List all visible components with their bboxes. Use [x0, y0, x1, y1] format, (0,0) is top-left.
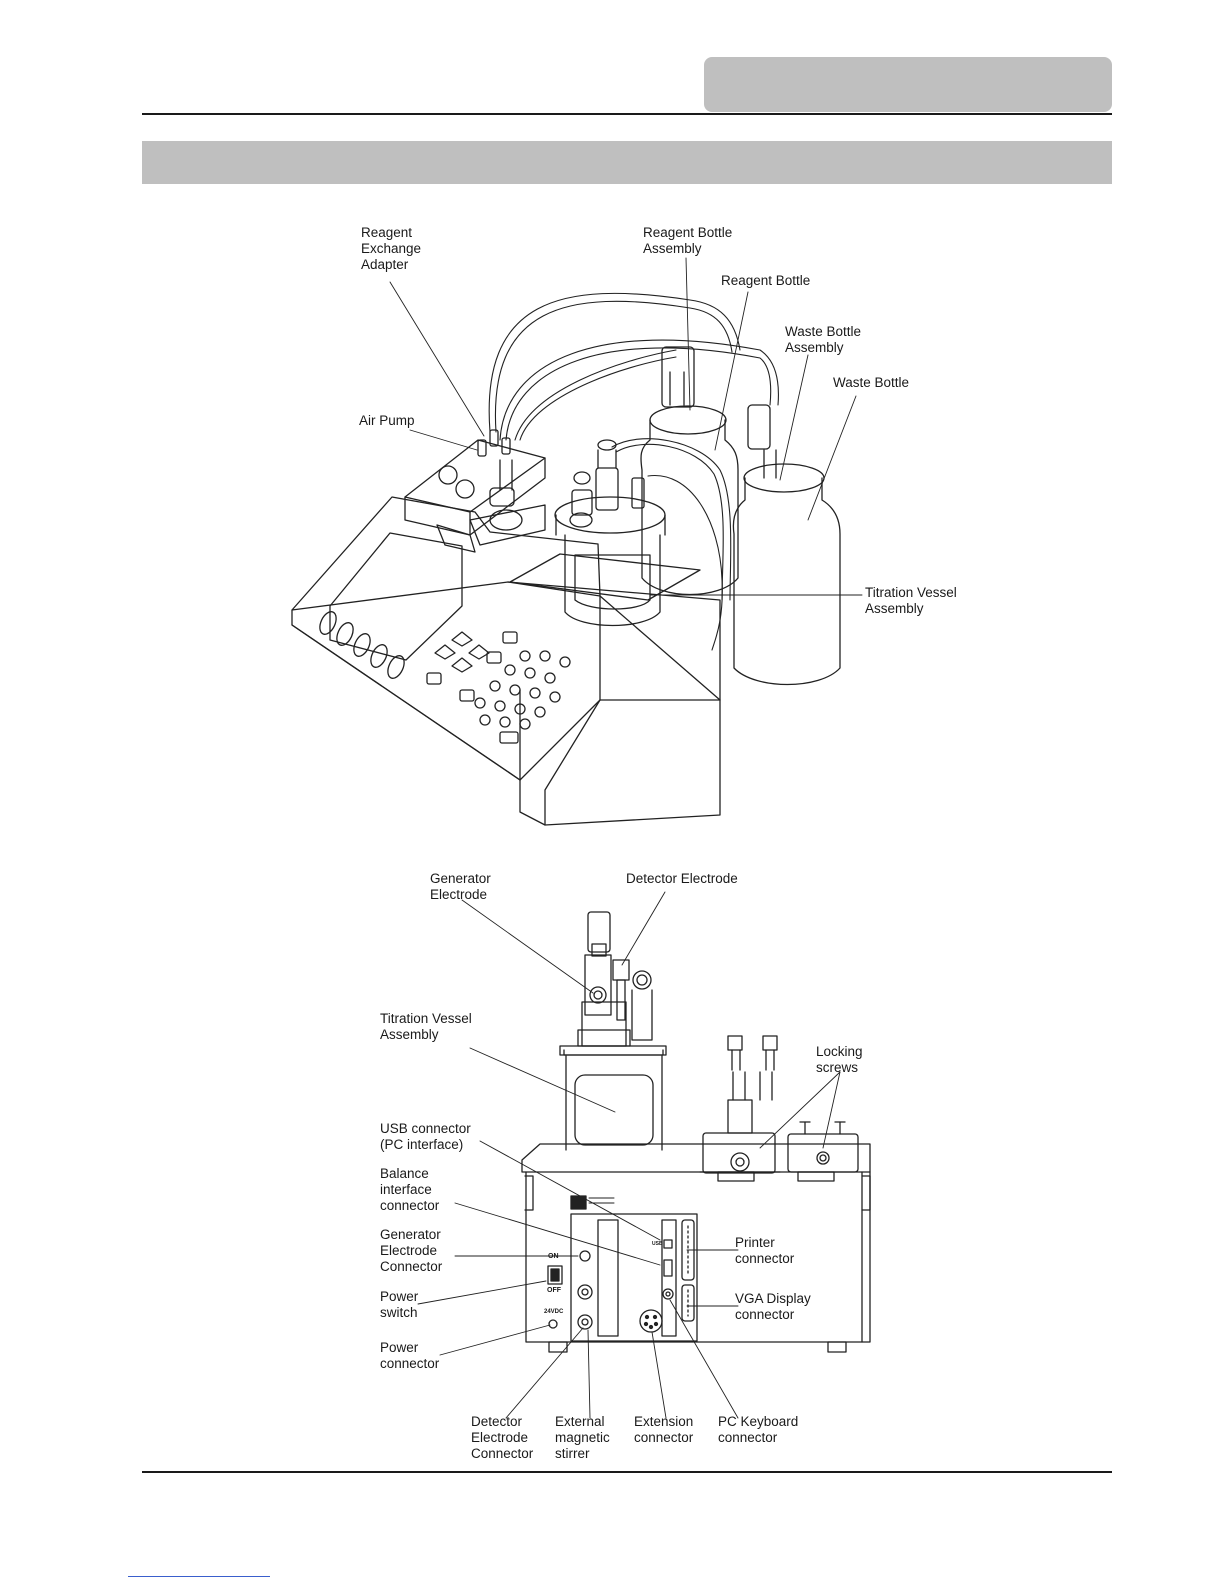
- label-locking-screws: Locking screws: [816, 1044, 863, 1075]
- marking-off: OFF: [547, 1287, 561, 1294]
- connector-panel: [570, 1213, 698, 1342]
- header-tab: [704, 57, 1112, 112]
- label-air-pump: Air Pump: [359, 413, 415, 428]
- label-external-magnetic-stirrer: External magnetic stirrer: [555, 1414, 610, 1461]
- label-detector-electrode-connector: Detector Electrode Connector: [471, 1414, 534, 1461]
- titration-vessel-side: [559, 911, 667, 1151]
- label-pc-keyboard-connector: PC Keyboard connector: [718, 1414, 799, 1445]
- label-titration-vessel-assembly-rear: Titration Vessel Assembly: [380, 1011, 472, 1042]
- rear-housing: [525, 1171, 871, 1343]
- tubing: [488, 292, 779, 651]
- marking-24vdc: 24VDC: [544, 1309, 564, 1315]
- titrator-perspective-drawing: [291, 257, 863, 826]
- label-usb-connector: USB connector (PC interface): [380, 1121, 471, 1152]
- label-generator-electrode-connector: Generator Electrode Connector: [380, 1227, 443, 1274]
- waste-bottle: [732, 404, 841, 686]
- footer-rule: [142, 1471, 1112, 1473]
- label-detector-electrode: Detector Electrode: [626, 871, 738, 886]
- keypad: [426, 631, 571, 744]
- top-leader-lines: [389, 257, 863, 596]
- label-printer-connector: Printer connector: [735, 1235, 795, 1266]
- label-balance-interface-connector: Balance interface connector: [380, 1166, 440, 1213]
- display-screen: [329, 532, 463, 661]
- bottom-leader-lines: [417, 891, 841, 1419]
- arrow-keys: [434, 631, 490, 673]
- label-reagent-bottle-assembly: Reagent Bottle Assembly: [643, 225, 733, 256]
- label-reagent-bottle: Reagent Bottle: [721, 273, 811, 288]
- label-waste-bottle-assembly: Waste Bottle Assembly: [785, 324, 862, 355]
- reagent-bottle: [640, 346, 739, 596]
- footer-link-underline: [128, 1576, 270, 1577]
- air-pump-module: [404, 439, 546, 553]
- label-generator-electrode: Generator Electrode: [430, 871, 491, 902]
- power-switch: [547, 1265, 563, 1285]
- header-rule: [142, 113, 1112, 115]
- marking-usb: USB: [652, 1241, 663, 1247]
- label-waste-bottle: Waste Bottle: [833, 375, 910, 390]
- label-vga-display-connector: VGA Display connector: [735, 1291, 811, 1322]
- exchange-adapter-fittings: [469, 429, 546, 546]
- marking-on: ON: [548, 1253, 559, 1260]
- label-extension-connector: Extension connector: [634, 1414, 694, 1445]
- titrator-rear-drawing: [417, 891, 871, 1419]
- section-title-bar: [142, 141, 1112, 184]
- label-reagent-exchange-adapter: Reagent Exchange Adapter: [361, 225, 422, 272]
- label-power-switch: Power switch: [380, 1289, 419, 1320]
- titration-vessel-top: [554, 439, 666, 627]
- label-power-connector: Power connector: [380, 1340, 440, 1371]
- top-plate: [521, 1143, 871, 1173]
- exchange-module: [699, 1035, 859, 1174]
- titrator-body: [291, 496, 721, 826]
- vessel-plate: [509, 553, 701, 601]
- label-titration-vessel-assembly: Titration Vessel Assembly: [865, 585, 957, 616]
- softkeys: [319, 611, 405, 679]
